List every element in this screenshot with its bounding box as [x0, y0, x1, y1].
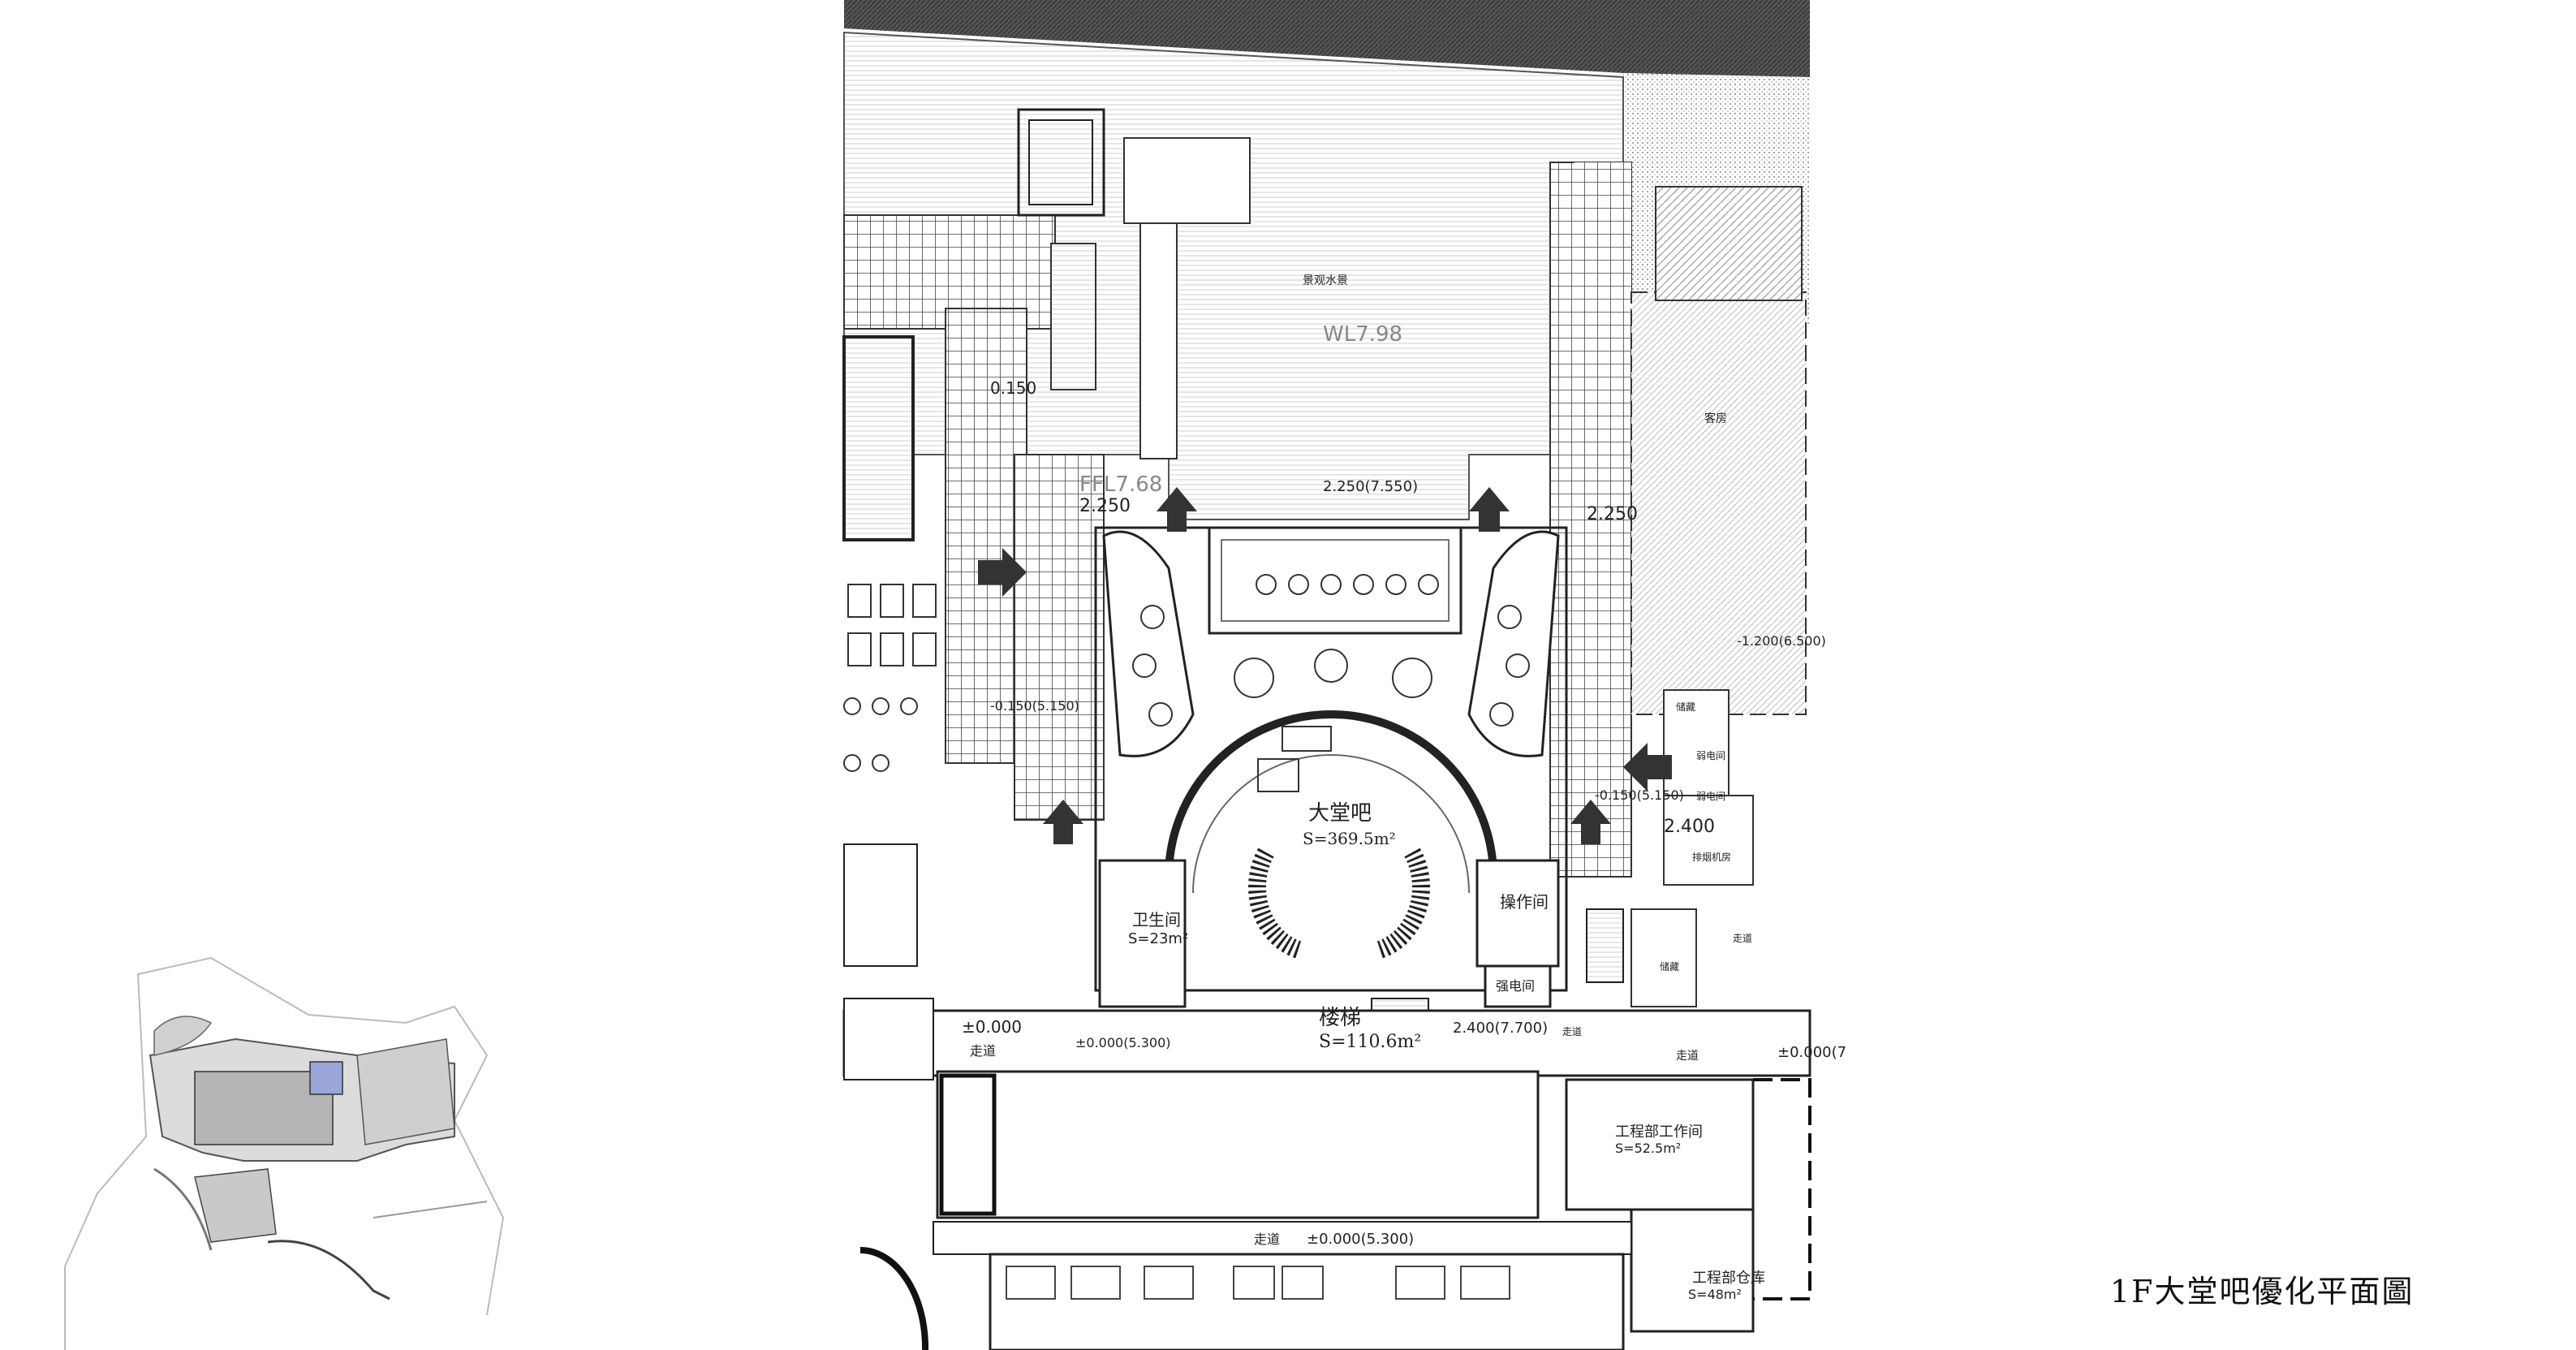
room-lobby-bar-area: S=369.5m² [1303, 829, 1396, 848]
lower-rooms [989, 1253, 1625, 1350]
operation-room [1475, 859, 1560, 968]
storage-room-b [1630, 908, 1697, 1007]
level-0150-left: -0.150(5.150) [990, 698, 1079, 714]
room-engineering-workroom: 工程部工作间 [1615, 1124, 1703, 1141]
key-site-plan [64, 956, 505, 1350]
elevator-shaft [939, 1073, 997, 1216]
stair-right [1586, 908, 1624, 983]
corridor-right-mid: 走道 [1733, 933, 1752, 944]
room-drainage: 排烟机房 [1692, 851, 1731, 863]
drainage-room [1663, 795, 1754, 886]
lower-corridor [933, 1221, 1632, 1255]
level-2250-left: 2.250 [1079, 496, 1131, 516]
arrow-up-icon [1570, 800, 1611, 844]
bar-counter [1208, 526, 1462, 635]
room-toilet-area: S=23m² [1128, 930, 1188, 947]
level-0150-right: -0.150(5.150) [1595, 787, 1684, 803]
arrow-up-icon [1043, 800, 1083, 844]
furniture [1132, 574, 1530, 792]
water-tower [1017, 108, 1105, 217]
level-0000-left: ±0.000 [962, 1017, 1022, 1037]
level-ffl: FFL7.68 [1079, 472, 1162, 497]
arrow-up-icon [1469, 487, 1510, 532]
arrow-left-icon [1623, 743, 1672, 791]
roof-edge-band [844, 0, 1810, 77]
drawing-title: 1F大堂吧優化平面圖 [2110, 1274, 2414, 1309]
arrow-right-icon [978, 548, 1027, 597]
room-engineering-storage-area: S=48m² [1688, 1287, 1742, 1302]
water-channel [1139, 222, 1178, 459]
level-0000-mid: ±0.000(5.300) [1075, 1035, 1171, 1050]
level-0000-lower: ±0.000(5.300) [1307, 1231, 1414, 1248]
room-landscape-water: 景观水景 [1303, 274, 1348, 287]
dashed-boundary [1753, 1078, 1811, 1300]
room-weak-elec-b: 弱电间 [1696, 791, 1725, 802]
right-seating-pod [1467, 530, 1560, 757]
level-2400-stair: 2.400(7.700) [1453, 1020, 1548, 1037]
arrow-up-icon [1157, 487, 1197, 532]
level-2400-right: 2.400 [1664, 817, 1715, 837]
room-electrical: 强电间 [1496, 978, 1535, 994]
level-2250-right: 2.250 [1587, 504, 1638, 524]
room-toilet: 卫生间 [1132, 910, 1181, 929]
corridor-band [842, 1009, 1811, 1077]
kitchen-area [936, 1070, 1540, 1219]
stair-top [1050, 243, 1096, 390]
pool [842, 335, 915, 541]
room-storage-a: 储藏 [1676, 701, 1695, 713]
corridor-left: 走道 [970, 1043, 996, 1059]
room-guest: 客房 [1704, 412, 1727, 425]
room-stair: 楼梯 [1319, 1006, 1361, 1030]
central-arc [1165, 710, 1497, 878]
guest-room-zone [1630, 291, 1807, 715]
electrical-room [1484, 964, 1552, 1008]
level-0150: 0.150 [990, 378, 1036, 398]
tile-zone-right-top [1574, 162, 1631, 308]
spiral-stair-right [1376, 848, 1430, 959]
upper-right-room [1655, 186, 1803, 301]
main-plan: WL7.98 FFL7.68 2.250 2.250 2.250(7.550) … [842, 0, 1846, 1350]
level-markers: WL7.98 FFL7.68 2.250 2.250 2.250(7.550) … [962, 322, 1846, 1248]
corridor-lower: 走道 [1254, 1231, 1280, 1247]
room-engineering-storage: 工程部仓库 [1692, 1270, 1765, 1287]
room-storage-b: 储藏 [1660, 960, 1679, 973]
room-weak-elec-a: 弱电间 [1696, 750, 1725, 761]
left-seating-pod [1102, 530, 1195, 757]
storage-room-a [1663, 689, 1730, 796]
key-plan-highlight [309, 1061, 343, 1095]
water-feature-box [1123, 137, 1251, 224]
spiral-stair-left [1248, 848, 1302, 959]
tile-zone-left-strip [1014, 454, 1105, 821]
level-1200: -1.200(6.500) [1737, 633, 1826, 649]
room-lobby-bar: 大堂吧 [1308, 801, 1372, 826]
room-stair-area: S=110.6m² [1319, 1032, 1421, 1052]
corridor-right: 走道 [1676, 1050, 1699, 1063]
engineering-workroom [1565, 1078, 1755, 1211]
room-operation: 操作间 [1500, 892, 1549, 912]
level-2250-mid: 2.250(7.550) [1323, 478, 1418, 495]
corridor-right-low: 走道 [1562, 1026, 1582, 1037]
room-labels: 大堂吧 S=369.5m² 卫生间 S=23m² 楼梯 S=110.6m² 操作… [970, 274, 1765, 1302]
engineering-storage [1630, 1208, 1755, 1333]
level-wl: WL7.98 [1323, 322, 1402, 347]
toilet-room [1098, 859, 1187, 1008]
entrance-arrows [978, 487, 1672, 844]
level-0000-right: ±0.000(7 [1777, 1044, 1846, 1061]
room-engineering-workroom-area: S=52.5m² [1615, 1141, 1681, 1156]
